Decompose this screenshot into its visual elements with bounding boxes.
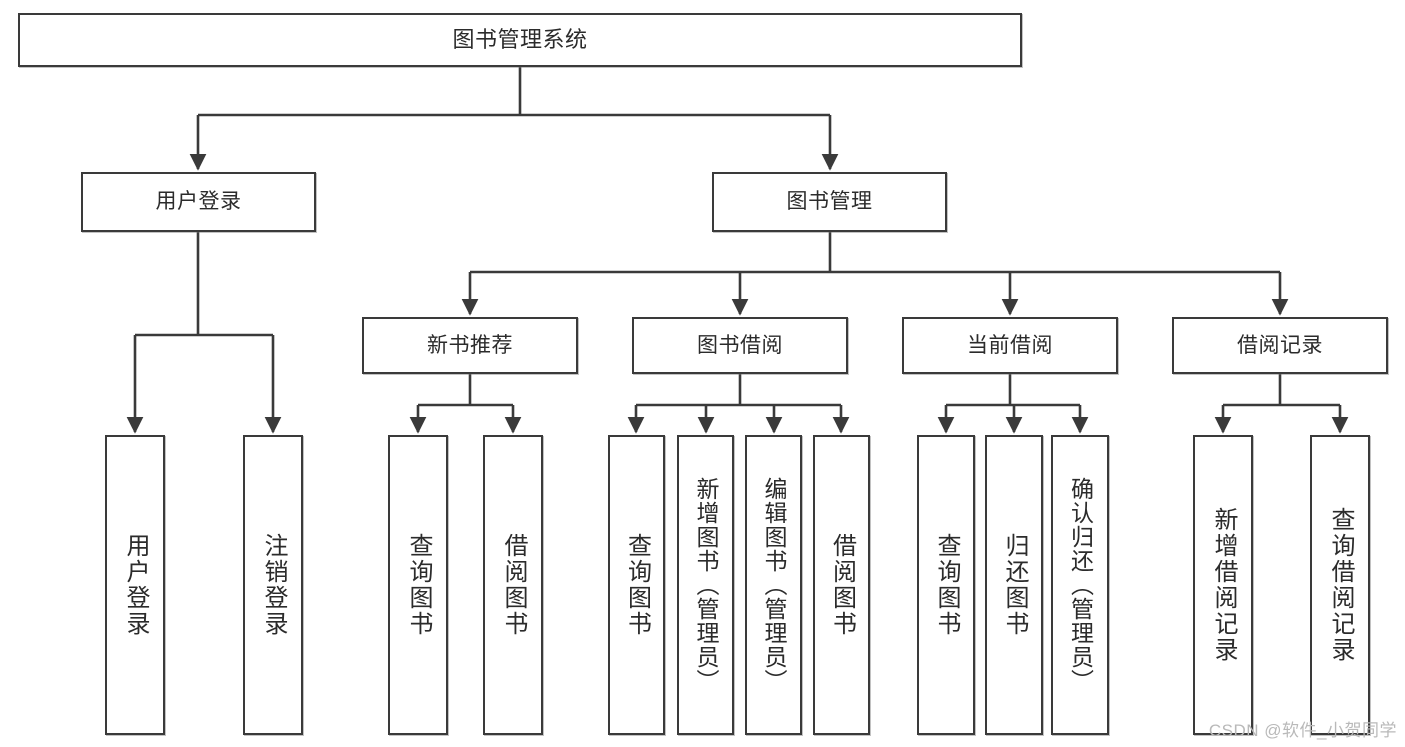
- node-label: 编辑图书（管理员）: [761, 477, 787, 693]
- node-label: 用户登录: [122, 533, 149, 637]
- node-leaf-borrow-book-1[interactable]: 借阅图书: [483, 435, 543, 735]
- node-leaf-add-record[interactable]: 新增借阅记录: [1193, 435, 1253, 735]
- node-label: 借阅记录: [1237, 333, 1323, 357]
- node-label: 新书推荐: [427, 333, 513, 357]
- node-leaf-borrow-book-2[interactable]: 借阅图书: [813, 435, 870, 735]
- node-label: 查询借阅记录: [1327, 507, 1354, 663]
- node-label: 注销登录: [260, 533, 287, 637]
- node-user-login[interactable]: 用户登录: [81, 172, 316, 232]
- node-label: 查询图书: [933, 533, 960, 637]
- node-leaf-logout-login[interactable]: 注销登录: [243, 435, 303, 735]
- node-leaf-user-login[interactable]: 用户登录: [105, 435, 165, 735]
- node-label: 新增借阅记录: [1210, 507, 1237, 663]
- node-leaf-query-record[interactable]: 查询借阅记录: [1310, 435, 1370, 735]
- node-root-book-management-system[interactable]: 图书管理系统: [18, 13, 1022, 67]
- node-label: 图书借阅: [697, 333, 783, 357]
- node-label: 查询图书: [405, 533, 432, 637]
- node-book-borrow[interactable]: 图书借阅: [632, 317, 848, 374]
- node-current-borrow[interactable]: 当前借阅: [902, 317, 1118, 374]
- node-label: 查询图书: [623, 533, 651, 637]
- node-leaf-query-book-2[interactable]: 查询图书: [608, 435, 665, 735]
- csdn-watermark: CSDN @软件_小贺同学: [1208, 721, 1397, 740]
- node-label: 用户登录: [155, 190, 242, 214]
- node-label: 新增图书（管理员）: [693, 477, 719, 693]
- node-label: 图书管理系统: [452, 26, 588, 52]
- node-label: 当前借阅: [967, 333, 1053, 357]
- node-label: 借阅图书: [828, 533, 856, 637]
- node-label: 归还图书: [1001, 533, 1028, 637]
- node-borrow-record[interactable]: 借阅记录: [1172, 317, 1388, 374]
- node-leaf-query-book-1[interactable]: 查询图书: [388, 435, 448, 735]
- node-new-book-recommend[interactable]: 新书推荐: [362, 317, 578, 374]
- node-leaf-add-book[interactable]: 新增图书（管理员）: [677, 435, 734, 735]
- node-label: 确认归还（管理员）: [1067, 477, 1094, 693]
- node-leaf-confirm-return[interactable]: 确认归还（管理员）: [1051, 435, 1109, 735]
- node-book-management[interactable]: 图书管理: [712, 172, 947, 232]
- node-leaf-query-book-3[interactable]: 查询图书: [917, 435, 975, 735]
- node-label: 图书管理: [786, 190, 873, 214]
- node-leaf-return-book[interactable]: 归还图书: [985, 435, 1043, 735]
- node-label: 借阅图书: [500, 533, 527, 637]
- node-leaf-edit-book[interactable]: 编辑图书（管理员）: [745, 435, 802, 735]
